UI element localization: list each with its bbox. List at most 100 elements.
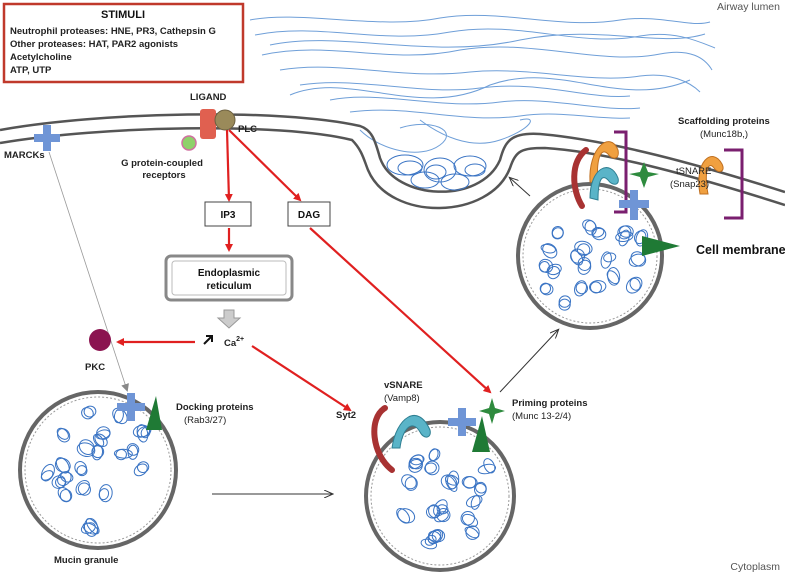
er-label-line2: reticulum [206, 281, 251, 292]
mucin-granule-label: Mucin granule [54, 555, 118, 566]
mucin-coil [424, 462, 437, 474]
mucin-coil [436, 508, 451, 523]
mucin-coil [465, 495, 483, 508]
mucin-coil [424, 460, 440, 476]
mucin-coil [434, 511, 449, 523]
gpcr-label-line2: receptors [142, 170, 185, 181]
mucin-coil [551, 225, 564, 239]
mucin-coil [112, 407, 128, 425]
priming-triangle-icon [472, 416, 490, 452]
ip3-box [204, 201, 252, 227]
ip3-label: IP3 [220, 210, 235, 221]
calcium-label: Ca2+ [224, 336, 244, 349]
mucin-coil [618, 229, 630, 247]
transition-arrow-2 [499, 330, 558, 393]
mucin-coil [547, 266, 561, 280]
dag-box [287, 201, 331, 227]
mucin-coil [81, 407, 94, 420]
ca-arrow-icon [203, 335, 213, 345]
mucin-coil [546, 263, 562, 276]
syt2-icon [371, 405, 395, 473]
ligand-receptor-icon [200, 109, 216, 139]
vsnare-icon [391, 415, 431, 449]
mucin-coil [83, 405, 97, 418]
stimuli-line-3: Acetylcholine [10, 52, 72, 63]
plc-icon [214, 109, 236, 131]
mucin-coil [408, 458, 423, 473]
mucin-coil [56, 427, 69, 440]
mucin-coil [575, 282, 589, 295]
fusion-triangle-icon [642, 236, 680, 256]
mucin-coil [431, 529, 446, 543]
mucin-coil [94, 433, 108, 447]
stimuli-line-4: ATP, UTP [10, 65, 52, 76]
mucin-coil [92, 433, 105, 448]
mucin-coil [115, 449, 127, 461]
mucin-coil [539, 282, 552, 295]
cell-membrane [0, 113, 785, 210]
airway-lumen-label: Airway lumen [717, 1, 780, 13]
mucin-coil [76, 442, 96, 457]
mucin-coil [85, 518, 100, 535]
g-protein-icon [181, 135, 197, 151]
mucin-coil [625, 276, 643, 294]
mucin-coil [584, 220, 597, 236]
mucin-coil [603, 252, 617, 263]
docking-label-line2: (Rab3/27) [184, 415, 226, 426]
mucin-coil [397, 508, 416, 524]
pkc-circle-icon [89, 329, 111, 351]
mucin-coil [55, 476, 67, 489]
mucin-granule-docking [18, 390, 178, 550]
mucin-coil [126, 443, 140, 456]
fusion-syt2-icon [571, 147, 589, 209]
er-release-arrow-icon [216, 309, 242, 329]
er-label-line1: Endoplasmic [198, 268, 261, 279]
endoplasmic-reticulum-box [164, 254, 294, 302]
mucin-coil [74, 461, 88, 475]
mucin-coil [574, 280, 587, 297]
mucin-coil [76, 465, 88, 477]
tsnare-label-line1: tSNARE [676, 166, 711, 177]
tsnare-label-line2: (Snap23) [670, 179, 709, 190]
scaffold-label-line1: Scaffolding proteins [678, 116, 770, 127]
mucin-coil [136, 461, 150, 473]
mucin-coil [409, 457, 423, 470]
mucin-coil [577, 259, 592, 275]
stimuli-line-1: Neutrophil proteases: HNE, PR3, Cathepsi… [10, 26, 216, 37]
mucin-coil [98, 488, 110, 501]
mucin-coil [428, 448, 441, 461]
mucin-coil [440, 474, 458, 490]
cytoplasm-label: Cytoplasm [730, 561, 780, 573]
marcks-plus-icon [34, 125, 60, 151]
mucin-coil [404, 476, 418, 491]
mucin-coil [113, 448, 133, 459]
mucin-granule-priming [364, 420, 516, 572]
fusion-vsnare-icon [589, 167, 619, 201]
secreted-mucin-strands [249, 14, 716, 153]
mucin-coil [628, 253, 646, 267]
docking-triangle-icon [146, 396, 162, 430]
mucin-coil [576, 243, 591, 257]
mucin-coil [477, 463, 497, 475]
mucin-coil [75, 479, 90, 496]
marcks-path-arrow [48, 151, 129, 392]
mucin-coil [574, 240, 593, 256]
fusion-bracket-icon [614, 130, 628, 214]
mucin-granule-fusion [516, 182, 664, 330]
mucin-coil [558, 298, 571, 311]
stimuli-title: STIMULI [101, 9, 145, 21]
mucin-coil [463, 476, 477, 489]
mucin-coil [540, 243, 556, 254]
mucin-coil [589, 280, 607, 294]
mucin-coil [538, 258, 554, 273]
mucin-coil [619, 225, 634, 238]
mucin-coil [465, 525, 480, 540]
scaffold-label-line2: (Munc18b,) [700, 129, 748, 140]
mucin-coil [82, 522, 99, 535]
mucin-coil [474, 481, 487, 497]
fusion-star-icon [629, 162, 659, 188]
docking-label-line1: Docking proteins [176, 402, 254, 413]
docking-plus-icon [117, 393, 145, 421]
signal-arrows [116, 129, 492, 412]
